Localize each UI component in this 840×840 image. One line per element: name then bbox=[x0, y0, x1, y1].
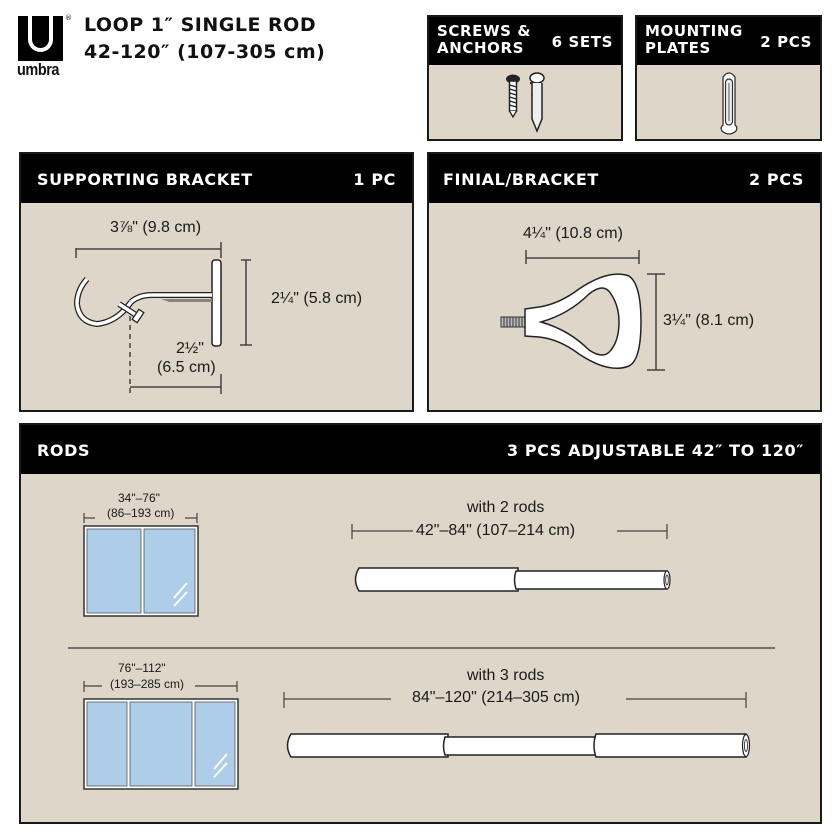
supporting-bracket-icon bbox=[73, 242, 252, 394]
rods-panel: RODS 3 PCS ADJUSTABLE 42″ TO 120″ 34"–76… bbox=[19, 423, 822, 824]
mounting-plates-qty: 2 PCS bbox=[760, 33, 812, 51]
rods-label: RODS bbox=[37, 441, 91, 460]
window-2-width-inches: 34"–76" bbox=[118, 491, 160, 505]
rods-diagram bbox=[68, 513, 775, 790]
window-2-width-cm: (86–193 cm) bbox=[107, 506, 175, 520]
mounting-plates-panel: MOUNTING PLATES 2 PCS bbox=[635, 15, 822, 141]
screws-anchors-label: SCREWS & ANCHORS bbox=[437, 22, 532, 57]
product-length-range: 42-120″ (107-305 cm) bbox=[84, 41, 326, 63]
finial-icon bbox=[500, 250, 665, 371]
bracket-depth-dimension-cm: (6.5 cm) bbox=[157, 359, 216, 376]
finial-bracket-panel: FINIAL/BRACKET 2 PCS 4¼" (10.8 cm) 3¼" (… bbox=[427, 152, 822, 412]
finial-bracket-qty: 2 PCS bbox=[749, 170, 804, 189]
three-pane-window-icon bbox=[83, 698, 239, 790]
bracket-width-dimension: 3⅞" (9.8 cm) bbox=[110, 219, 202, 236]
two-pane-window-icon bbox=[83, 525, 199, 617]
two-rod-assembly-icon bbox=[354, 567, 671, 592]
product-title: LOOP 1″ SINGLE ROD bbox=[84, 14, 317, 36]
screw-and-anchor-icon bbox=[506, 72, 545, 133]
supporting-bracket-qty: 1 PC bbox=[353, 170, 396, 189]
rods-2-caption: with 2 rods bbox=[467, 499, 545, 516]
brand-name: umbra bbox=[17, 60, 60, 79]
supporting-bracket-header: SUPPORTING BRACKET 1 PC bbox=[21, 154, 412, 203]
screws-anchors-panel: SCREWS & ANCHORS 6 SETS bbox=[427, 15, 623, 141]
rods-header: RODS 3 PCS ADJUSTABLE 42″ TO 120″ bbox=[21, 425, 820, 474]
finial-width-dimension: 4¼" (10.8 cm) bbox=[523, 225, 623, 242]
mounting-plate-icon bbox=[720, 72, 738, 135]
finial-bracket-label: FINIAL/BRACKET bbox=[443, 170, 599, 189]
umbra-u-logo-icon bbox=[18, 16, 63, 61]
registered-mark: ® bbox=[65, 14, 72, 22]
supporting-bracket-label: SUPPORTING BRACKET bbox=[37, 170, 253, 189]
screws-anchors-qty: 6 SETS bbox=[551, 33, 613, 51]
rods-2-range: 42"–84" (107–214 cm) bbox=[416, 522, 576, 539]
mounting-plates-header: MOUNTING PLATES 2 PCS bbox=[637, 17, 820, 65]
three-rod-assembly-icon bbox=[286, 733, 751, 758]
supporting-bracket-panel: SUPPORTING BRACKET 1 PC 3⅞" (9.8 cm) 2¼"… bbox=[19, 152, 414, 412]
window-3-width-cm: (193–285 cm) bbox=[110, 677, 185, 691]
window-3-width-inches: 76"–112" bbox=[118, 661, 166, 675]
mounting-plates-label: MOUNTING PLATES bbox=[645, 22, 743, 57]
screws-anchors-header: SCREWS & ANCHORS 6 SETS bbox=[429, 17, 621, 65]
finial-bracket-header: FINIAL/BRACKET 2 PCS bbox=[429, 154, 820, 203]
rods-qty: 3 PCS ADJUSTABLE 42″ TO 120″ bbox=[506, 441, 804, 460]
rods-3-caption: with 3 rods bbox=[467, 667, 545, 684]
bracket-depth-dimension-inches: 2½" bbox=[176, 340, 204, 357]
bracket-height-dimension: 2¼" (5.8 cm) bbox=[271, 290, 363, 307]
rods-3-range: 84"–120" (214–305 cm) bbox=[412, 689, 580, 706]
finial-height-dimension: 3¼" (8.1 cm) bbox=[663, 312, 755, 329]
